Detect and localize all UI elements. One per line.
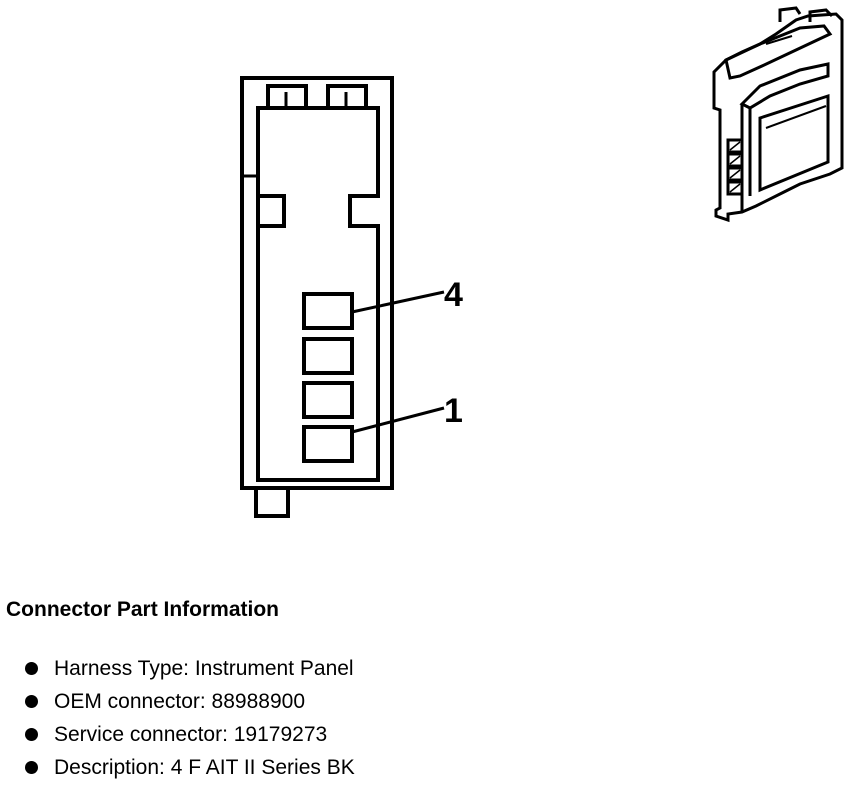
connector-bottom-tab <box>254 486 290 518</box>
iso-cavity-hatch-1 <box>729 183 741 193</box>
iso-cavity-2 <box>726 166 744 182</box>
connector-top-latch-left <box>266 84 308 108</box>
iso-top-face <box>724 24 833 80</box>
bullet-icon <box>25 761 38 774</box>
connector-outer-housing <box>240 76 394 490</box>
oem-connector-text: OEM connector: 88988900 <box>54 690 305 713</box>
pin-1-label: 1 <box>444 392 463 430</box>
iso-cavity-hatch-2 <box>729 169 741 179</box>
iso-cavity-4 <box>726 138 744 154</box>
iso-cavity-3 <box>726 152 744 168</box>
iso-panel-line <box>765 105 827 129</box>
pin-4-leader-line <box>351 290 445 314</box>
iso-upper-shelf <box>739 62 830 110</box>
pin-4-label: 4 <box>444 276 463 314</box>
bullet-icon <box>25 728 38 741</box>
list-item: Service connector: 19179273 <box>20 718 355 751</box>
iso-cavity-1 <box>726 180 744 196</box>
connector-top-latch-right <box>326 84 368 108</box>
connector-left-notch <box>256 194 286 228</box>
bullet-icon <box>25 662 38 675</box>
service-connector-text: Service connector: 19179273 <box>54 723 328 746</box>
pin-1-leader-line <box>351 406 445 434</box>
connector-cavity-4 <box>302 292 354 330</box>
harness-type-text: Harness Type: Instrument Panel <box>54 657 354 680</box>
iso-cavity-hatch-3 <box>729 155 741 165</box>
iso-cavity-hatch-4 <box>729 141 741 151</box>
connector-face-view <box>240 76 445 518</box>
connector-inner-body <box>256 106 380 482</box>
connector-info-title: Connector Part Information <box>6 598 280 621</box>
connector-cavity-1 <box>302 425 354 463</box>
iso-body-outline <box>712 12 844 223</box>
list-item: Harness Type: Instrument Panel <box>20 652 355 685</box>
connector-cavity-2 <box>302 381 354 419</box>
connector-cavity-3 <box>302 337 354 375</box>
connector-isometric-view <box>712 6 844 223</box>
iso-top-latch <box>778 6 834 22</box>
description-text: Description: 4 F AIT II Series BK <box>54 756 355 779</box>
bullet-icon <box>25 695 38 708</box>
list-item: Description: 4 F AIT II Series BK <box>20 751 355 784</box>
connector-diagram: 4 1 <box>240 6 844 518</box>
iso-top-latch-ridge <box>765 35 793 45</box>
iso-right-panel <box>758 93 830 193</box>
connector-info-list: Harness Type: Instrument Panel OEM conne… <box>20 652 355 784</box>
list-item: OEM connector: 88988900 <box>20 685 355 718</box>
